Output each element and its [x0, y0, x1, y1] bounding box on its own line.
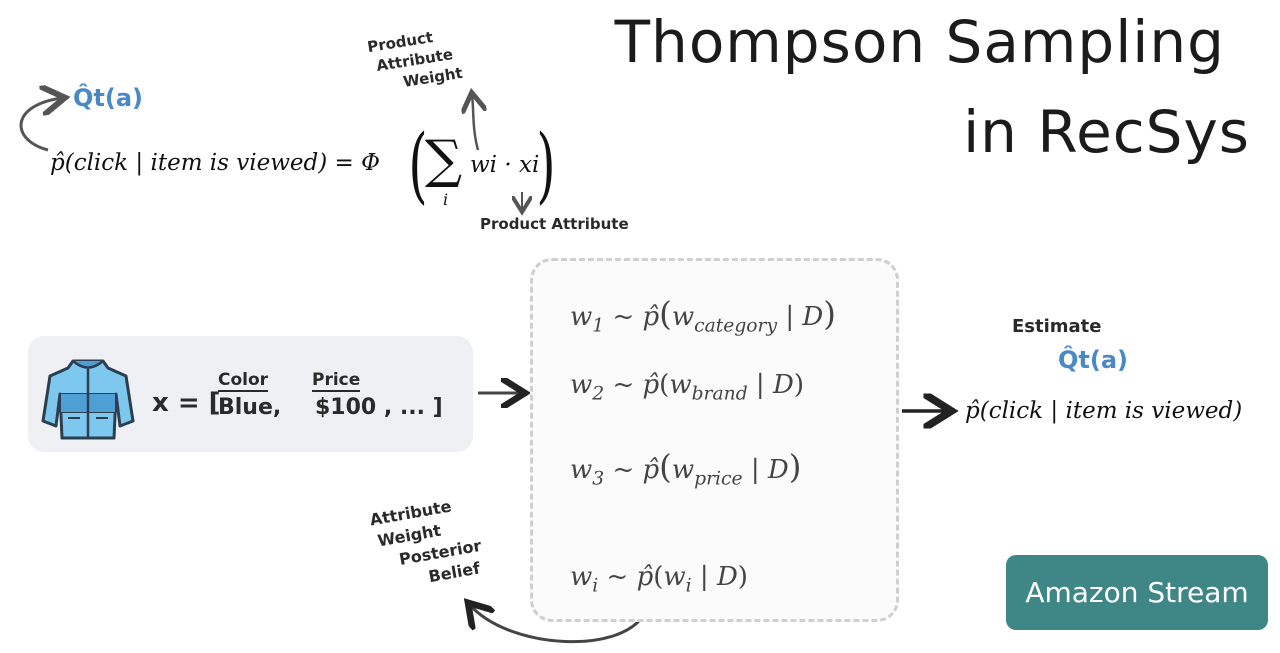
- weight-row-2-attr: brand: [691, 383, 748, 405]
- posterior-note: Attribute Weight Posterior Belief: [368, 492, 487, 597]
- title-line-1: Thompson Sampling: [614, 8, 1225, 76]
- price-label: Price: [312, 370, 361, 392]
- title-line-2: in RecSys: [963, 98, 1250, 166]
- weight-row-i-index: i: [592, 575, 599, 597]
- weight-row-i: wi ~ p̂(wi | D): [570, 562, 748, 597]
- weight-row-1: w1 ~ p̂(wcategory | D): [570, 295, 836, 337]
- q-curve-arrow: [19, 98, 62, 152]
- attr-note: Product Attribute: [480, 215, 629, 233]
- weights-box: [530, 258, 899, 622]
- item-vector-prefix: x = [: [152, 388, 221, 418]
- jacket-icon: [41, 359, 135, 440]
- q-label: Q̂t(a): [73, 84, 144, 112]
- color-label: Color: [218, 370, 269, 392]
- estimate-q-label: Q̂t(a): [1058, 346, 1129, 374]
- weight-row-3-attr: price: [694, 468, 743, 490]
- weight-row-3: w3 ~ p̂(wprice | D): [570, 448, 802, 490]
- sum-index: i: [443, 190, 449, 209]
- color-value: Blue,: [218, 395, 282, 420]
- weight-row-i-attr: i: [685, 575, 692, 597]
- estimate-label: Estimate: [1012, 316, 1102, 337]
- amazon-stream-button[interactable]: Amazon Stream: [1006, 555, 1268, 630]
- weight-row-2: w2 ~ p̂(wbrand | D): [570, 370, 804, 405]
- weight-row-2-index: 2: [592, 383, 605, 405]
- posterior-curve-arrow: [470, 605, 647, 644]
- price-value: $100 , ... ]: [315, 395, 443, 420]
- main-formula-lhs: p̂(click | item is viewed) = Φ: [50, 150, 380, 176]
- sum-term: wi · xi: [470, 152, 540, 178]
- weight-row-3-index: 3: [592, 468, 605, 490]
- formula-open-paren: (: [408, 118, 428, 213]
- formula-close-paren: ): [536, 118, 556, 213]
- weight-row-1-index: 1: [592, 315, 605, 337]
- sum-symbol: ∑: [425, 130, 463, 190]
- weight-arrow: [472, 95, 478, 151]
- weight-row-1-attr: category: [694, 315, 778, 337]
- estimate-formula: p̂(click | item is viewed): [965, 398, 1243, 424]
